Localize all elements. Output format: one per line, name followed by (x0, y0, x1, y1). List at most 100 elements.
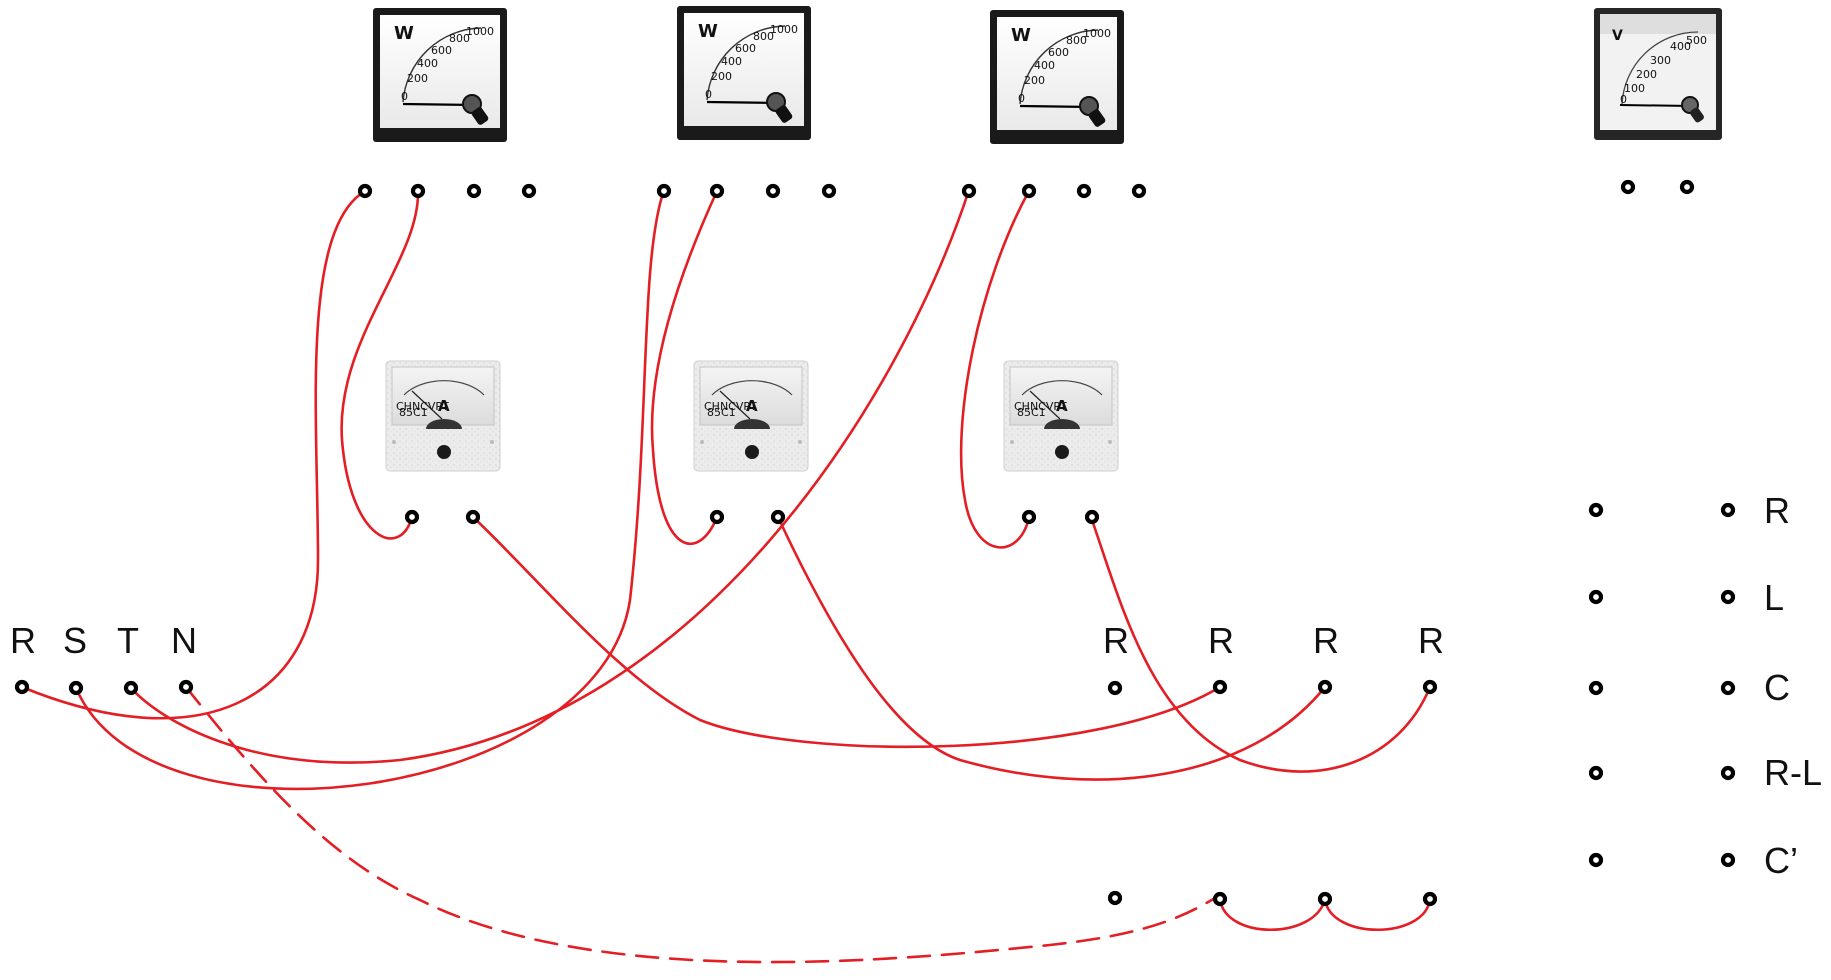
wire-neutral-dashed (184, 685, 1222, 964)
svg-text:400: 400 (1034, 59, 1055, 72)
wire-wm2-t2-to-amm2-t1 (650, 189, 719, 545)
load-terminal-top-3[interactable] (1317, 679, 1333, 695)
supply-terminals (14, 679, 194, 696)
amm3-terminal-2[interactable] (1084, 509, 1100, 525)
wattmeter-2-symbol: W (698, 21, 718, 42)
wire-amm2-t2-to-load-r3 (776, 515, 1327, 781)
load-terminal-bottom-2[interactable] (1212, 891, 1228, 907)
wattmeter-3-symbol: W (1011, 25, 1031, 46)
svg-text:200: 200 (407, 72, 428, 85)
wattmeter-3: W 0 200 400 600 800 1000 (990, 10, 1124, 144)
wm1-terminal-3[interactable] (466, 183, 482, 199)
ammeter-3-symbol: A (1056, 397, 1068, 415)
selector-right-4[interactable] (1720, 765, 1736, 781)
supply-label-s: S (63, 620, 87, 661)
ammeter-3: A CHNCVPT 85C1 (1003, 360, 1119, 472)
wm2-terminal-1[interactable] (656, 183, 672, 199)
supply-terminal-s[interactable] (68, 680, 84, 696)
svg-text:800: 800 (753, 30, 774, 43)
load-terminal-top-2[interactable] (1212, 679, 1228, 695)
load-terminal-bottom-1[interactable] (1107, 890, 1123, 906)
svg-text:1000: 1000 (466, 25, 494, 38)
selector-right-5[interactable] (1720, 852, 1736, 868)
vm-terminal-1[interactable] (1620, 179, 1636, 195)
ammeter-1: A CHNCVPT 85C1 (385, 360, 501, 472)
svg-text:800: 800 (449, 32, 470, 45)
wattmeter-2-terminals (656, 183, 837, 199)
svg-text:1000: 1000 (1083, 27, 1111, 40)
supply-label-n: N (171, 620, 197, 661)
svg-text:400: 400 (417, 57, 438, 70)
svg-text:0: 0 (401, 90, 408, 103)
selector-left-4[interactable] (1588, 765, 1604, 781)
selector-right-1[interactable] (1720, 502, 1736, 518)
voltmeter: V 0 100 200 300 400 500 (1594, 8, 1722, 140)
supply-label-r: R (10, 620, 36, 661)
svg-text:100: 100 (1624, 82, 1645, 95)
wattmeter-1-terminals (357, 183, 537, 199)
svg-text:300: 300 (1650, 54, 1671, 67)
load-terminals-top (1107, 679, 1438, 696)
wattmeter-1-symbol: W (394, 23, 414, 44)
wm2-terminal-3[interactable] (765, 183, 781, 199)
supply-terminal-r[interactable] (14, 679, 30, 695)
load-type-rl: R-L (1764, 752, 1822, 793)
svg-text:200: 200 (1636, 68, 1657, 81)
wire-amm3-t2-to-load-r4 (1090, 518, 1432, 773)
wm1-terminal-1[interactable] (357, 183, 373, 199)
svg-text:500: 500 (1686, 34, 1707, 47)
svg-text:CHNCVPT: CHNCVPT (1014, 400, 1067, 413)
svg-text:85C1: 85C1 (1017, 406, 1046, 419)
load-labels: R R R R (1103, 620, 1444, 661)
selector-left-2[interactable] (1588, 589, 1604, 605)
wire-wm2-t1-to-supply-s (74, 188, 666, 791)
wattmeter-2: W 0 200 400 600 800 1000 (677, 6, 811, 140)
selector-right-2[interactable] (1720, 589, 1736, 605)
amm1-terminal-1[interactable] (404, 509, 420, 525)
load-terminal-top-1[interactable] (1107, 680, 1123, 696)
load-type-c: C (1764, 667, 1790, 708)
selector-left-1[interactable] (1588, 502, 1604, 518)
wm3-terminal-1[interactable] (961, 183, 977, 199)
svg-text:85C1: 85C1 (707, 406, 736, 419)
voltmeter-symbol: V (1612, 28, 1623, 44)
svg-text:200: 200 (711, 70, 732, 83)
supply-terminal-n[interactable] (178, 679, 194, 695)
load-terminal-top-4[interactable] (1422, 679, 1438, 695)
load-selector-terminals (1588, 502, 1736, 868)
wm2-terminal-4[interactable] (821, 183, 837, 199)
svg-text:CHNCVPT: CHNCVPT (704, 400, 757, 413)
svg-text:400: 400 (721, 55, 742, 68)
load-type-r: R (1764, 490, 1790, 531)
amm2-terminal-1[interactable] (709, 509, 725, 525)
supply-terminal-t[interactable] (123, 680, 139, 696)
wire-wm3-t2-to-amm3-t1 (959, 189, 1031, 549)
ammeter-2: A CHNCVPT 85C1 (693, 360, 809, 472)
load-terminals-bottom (1107, 890, 1438, 907)
amm2-terminal-2[interactable] (770, 509, 786, 525)
wm1-terminal-4[interactable] (521, 183, 537, 199)
svg-text:600: 600 (735, 42, 756, 55)
load-label-3: R (1313, 620, 1339, 661)
selector-right-3[interactable] (1720, 680, 1736, 696)
wire-star-bridge-2 (1323, 897, 1432, 932)
load-type-labels: R L C R-L C’ (1764, 490, 1822, 881)
wm2-terminal-2[interactable] (709, 183, 725, 199)
svg-text:1000: 1000 (770, 23, 798, 36)
selector-left-5[interactable] (1588, 852, 1604, 868)
load-type-c-prime: C’ (1764, 840, 1798, 881)
wm3-terminal-3[interactable] (1076, 183, 1092, 199)
amm1-terminal-2[interactable] (465, 509, 481, 525)
svg-text:85C1: 85C1 (399, 406, 428, 419)
load-terminal-bottom-3[interactable] (1317, 891, 1333, 907)
wm3-terminal-2[interactable] (1021, 183, 1037, 199)
svg-text:600: 600 (1048, 46, 1069, 59)
vm-terminal-2[interactable] (1679, 179, 1695, 195)
wm3-terminal-4[interactable] (1131, 183, 1147, 199)
load-terminal-bottom-4[interactable] (1422, 891, 1438, 907)
wm1-terminal-2[interactable] (410, 183, 426, 199)
load-label-2: R (1208, 620, 1234, 661)
amm3-terminal-1[interactable] (1021, 509, 1037, 525)
selector-left-3[interactable] (1588, 680, 1604, 696)
